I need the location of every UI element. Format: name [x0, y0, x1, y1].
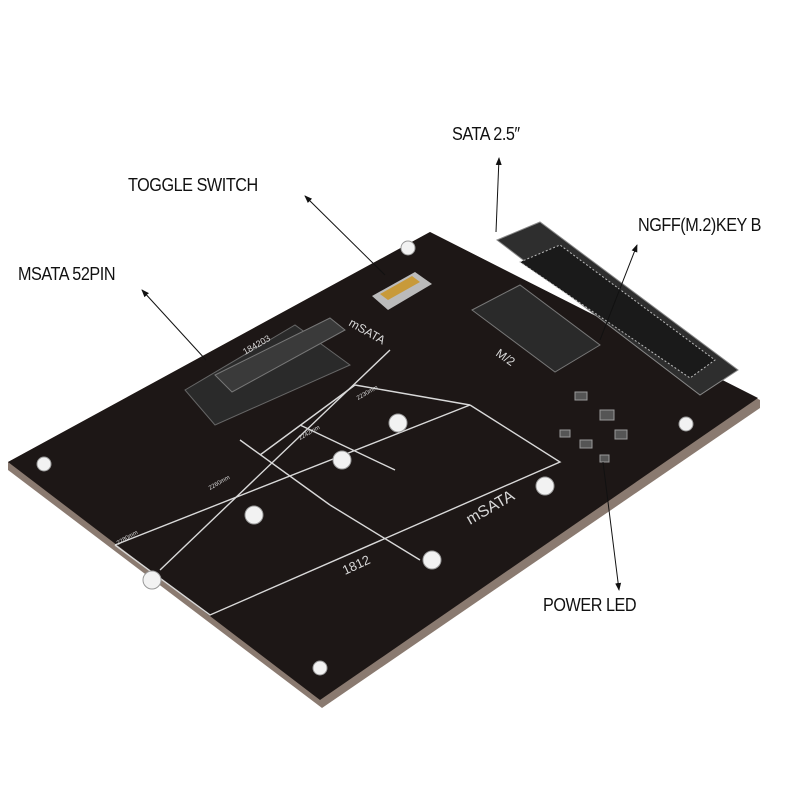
label-ngff: NGFF(M.2)KEY B [638, 215, 762, 235]
silkscreen-grid [114, 349, 562, 616]
power-led-components [559, 391, 628, 463]
mounting-holes [36, 240, 694, 676]
leader-arrows [141, 157, 638, 591]
label-sata: SATA 2.5″ [452, 124, 520, 144]
label-power-led: POWER LED [543, 595, 637, 615]
label-msata-52pin: MSATA 52PIN [18, 264, 116, 284]
label-toggle-switch: TOGGLE SWITCH [128, 175, 258, 195]
m2-connector [471, 284, 601, 373]
